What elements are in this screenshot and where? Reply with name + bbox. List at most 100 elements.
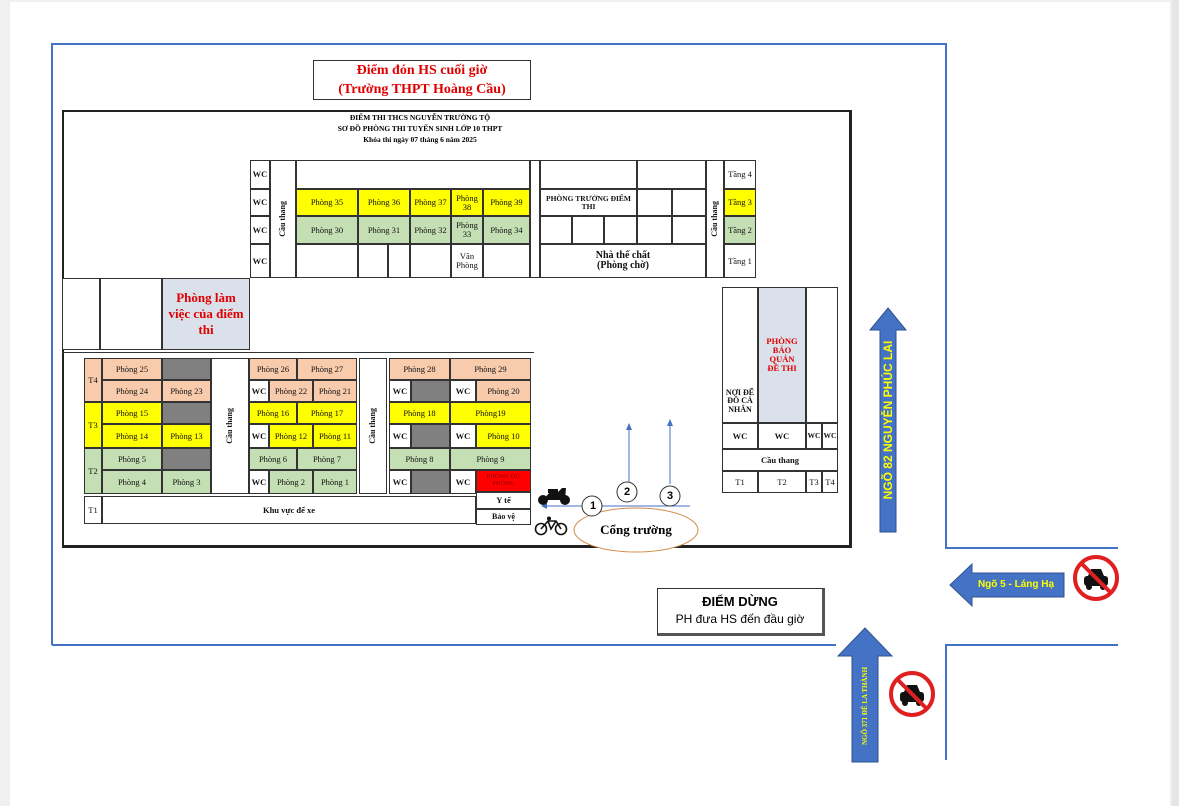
room-36: Phòng 36 (358, 189, 410, 216)
road-de-la-thanh: NGÕ 371 ĐÊ LA THÀNH (861, 666, 869, 746)
top-right-r2a (540, 216, 572, 244)
gate-num-3: 3 (666, 490, 674, 502)
room-8: Phòng 8 (389, 448, 450, 470)
motorbike-icon (538, 488, 570, 505)
parking-area: Khu vực để xe (102, 496, 476, 524)
principal-room: PHÒNG TRƯỞNG ĐIỂM THI (540, 189, 637, 216)
gym-label: Nhà thể chất (595, 249, 651, 261)
right-t1: T1 (722, 471, 758, 493)
room-3: Phòng 3 (162, 470, 211, 494)
map-header: ĐIỂM THI THCS NGUYỄN TRƯỜNG TỘ SƠ ĐỒ PHÒ… (280, 112, 560, 145)
bottom-outline (62, 352, 534, 353)
top-right-r2d (637, 216, 672, 244)
room-28: Phòng 28 (389, 358, 450, 380)
wc-top-4: WC (250, 244, 270, 278)
room-9: Phòng 9 (450, 448, 531, 470)
room-6: Phòng 6 (249, 448, 297, 470)
stop-subtitle: PH đưa HS đến đầu giờ (675, 612, 805, 626)
room-2: Phòng 2 (269, 470, 313, 494)
wc-r1: WC (722, 423, 758, 449)
floor-t1: T1 (84, 496, 102, 524)
top-right-r3c (672, 189, 706, 216)
gate-num-1: 1 (589, 500, 597, 512)
stairs-bottom-mid: Cầu thang (359, 358, 387, 494)
personal-storage: NƠI ĐỂ ĐỒ CÁ NHÂN (725, 387, 755, 414)
top-row1-d (410, 244, 451, 278)
room-20: Phòng 20 (476, 380, 531, 402)
room-5-dark (162, 448, 211, 470)
room-5: Phòng 5 (102, 448, 162, 470)
top-gap (530, 160, 540, 278)
stairs-top-right: Cầu thang (706, 160, 724, 278)
wc-b1: WC (249, 380, 269, 402)
room-10: Phòng 10 (476, 424, 531, 448)
floor-2-label: Tầng 2 (724, 216, 756, 244)
wc-r2: WC (758, 423, 806, 449)
wc-c2: WC (450, 380, 476, 402)
room-23: Phòng 23 (162, 380, 211, 402)
room-25: Phòng 25 (102, 358, 162, 380)
room-11: Phòng 11 (313, 424, 357, 448)
floor-t2: T2 (84, 448, 102, 494)
stairs-right: Cầu thang (722, 449, 838, 471)
arrow-up-icon (836, 627, 894, 763)
top-right-r4b (637, 160, 706, 189)
gym-hall: Nhà thể chất (Phòng chờ) (540, 244, 706, 278)
room-22: Phòng 22 (269, 380, 313, 402)
gate-num-2: 2 (623, 486, 631, 498)
arrow-up-icon (868, 307, 908, 533)
pickup-title-box: Điểm đón HS cuối giờ (Trường THPT Hoàng … (313, 60, 531, 100)
wc-c6: WC (450, 470, 476, 494)
stairs-bottom-left: Cầu thang (211, 358, 249, 494)
top-row4-a (296, 160, 530, 189)
right-block-a: NƠI ĐỂ ĐỒ CÁ NHÂN (722, 287, 758, 423)
room-37: Phòng 37 (410, 189, 451, 216)
wc-b2: WC (249, 424, 269, 448)
reserve-room: PHÒNG DỰ PHÒNG (476, 470, 531, 492)
room-19: Phòng19 (450, 402, 531, 424)
room-31: Phòng 31 (358, 216, 410, 244)
pickup-title-line2: (Trường THPT Hoàng Cầu) (338, 82, 506, 97)
bicycle-icon (534, 516, 568, 536)
room-30: Phòng 30 (296, 216, 358, 244)
dark-c2 (411, 424, 450, 448)
road-nguyen-phuc-lai: NGÕ 82 NGUYỄN PHÚC LAI (881, 340, 895, 500)
medical-room: Y tế (476, 492, 531, 509)
pickup-title-line1: Điểm đón HS cuối giờ (356, 63, 488, 78)
school-gate-label: Cổng trường (600, 522, 672, 537)
right-t3: T3 (806, 471, 822, 493)
header-line3: Khóa thi ngày 07 tháng 6 năm 2025 (363, 135, 477, 144)
floor-3-label: Tầng 3 (724, 189, 756, 216)
room-7: Phòng 7 (297, 448, 357, 470)
right-t2: T2 (758, 471, 806, 493)
room-39: Phòng 39 (483, 189, 530, 216)
wc-top-3: WC (250, 216, 270, 244)
room-27: Phòng 27 (297, 358, 357, 380)
room-21: Phòng 21 (313, 380, 357, 402)
stop-point-box: ĐIỂM DỪNG PH đưa HS đến đầu giờ (657, 588, 825, 636)
office-room: Văn Phòng (451, 244, 483, 278)
room-33: Phòng 33 (451, 216, 483, 244)
room-29: Phòng 29 (450, 358, 531, 380)
room-24: Phòng 24 (102, 380, 162, 402)
wc-c5: WC (389, 470, 411, 494)
wc-c4: WC (450, 424, 476, 448)
no-car-icon (889, 671, 935, 717)
top-row1-e (483, 244, 530, 278)
right-block-c (806, 287, 838, 423)
room-38: Phòng 38 (451, 189, 483, 216)
wc-c1: WC (389, 380, 411, 402)
top-right-r2c (604, 216, 637, 244)
security-room: Bảo vệ (476, 509, 531, 525)
floor-1-label: Tầng 1 (724, 244, 756, 278)
exam-storage-room: PHÒNG BẢO QUẢN ĐỀ THI (758, 287, 806, 423)
wc-top-1: WC (250, 160, 270, 189)
exam-office-room: Phòng làm việc của điểm thi (162, 278, 250, 350)
wc-c3: WC (389, 424, 411, 448)
top-right-r2b (572, 216, 604, 244)
room-17: Phòng 17 (297, 402, 357, 424)
header-line1: ĐIỂM THI THCS NGUYỄN TRƯỜNG TỘ (349, 113, 491, 122)
dark-c3 (411, 470, 450, 494)
room-4: Phòng 4 (102, 470, 162, 494)
